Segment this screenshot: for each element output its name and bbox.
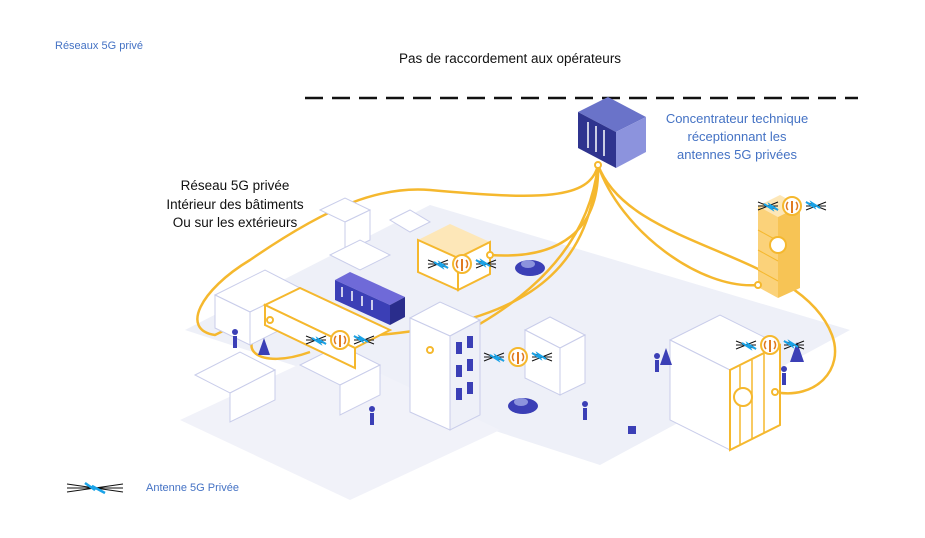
hub-caption-line: antennes 5G privées xyxy=(677,147,797,162)
network-caption-line: Réseau 5G privée xyxy=(180,178,290,193)
hub-caption: Concentrateur technique réceptionnant le… xyxy=(648,110,826,164)
car-bottom xyxy=(508,398,538,414)
legend-label: Antenne 5G Privée xyxy=(146,482,239,494)
hub-caption-line: Concentrateur technique xyxy=(665,111,809,126)
operator-caption: Pas de raccordement aux opérateurs xyxy=(398,51,622,66)
slide-title: Réseaux 5G privé xyxy=(55,40,144,52)
car-top xyxy=(515,260,545,276)
legend-lightning-antenna-icon xyxy=(66,481,124,495)
network-nodes xyxy=(266,161,779,396)
network-caption-line: Ou sur les extérieurs xyxy=(172,215,298,230)
long-building xyxy=(262,286,393,370)
hub-caption-line: réceptionnant les xyxy=(687,129,787,144)
bus xyxy=(335,272,405,325)
network-caption-line: Intérieur des bâtiments xyxy=(166,196,304,212)
center-right-house xyxy=(523,316,587,396)
right-tower xyxy=(757,195,800,298)
trees-and-people xyxy=(232,329,804,434)
center-tall-building xyxy=(408,301,482,431)
concentrator-hub-building xyxy=(578,97,646,168)
right-building xyxy=(668,314,782,452)
network-caption: Réseau 5G privée Intérieur des bâtiments… xyxy=(135,177,335,233)
